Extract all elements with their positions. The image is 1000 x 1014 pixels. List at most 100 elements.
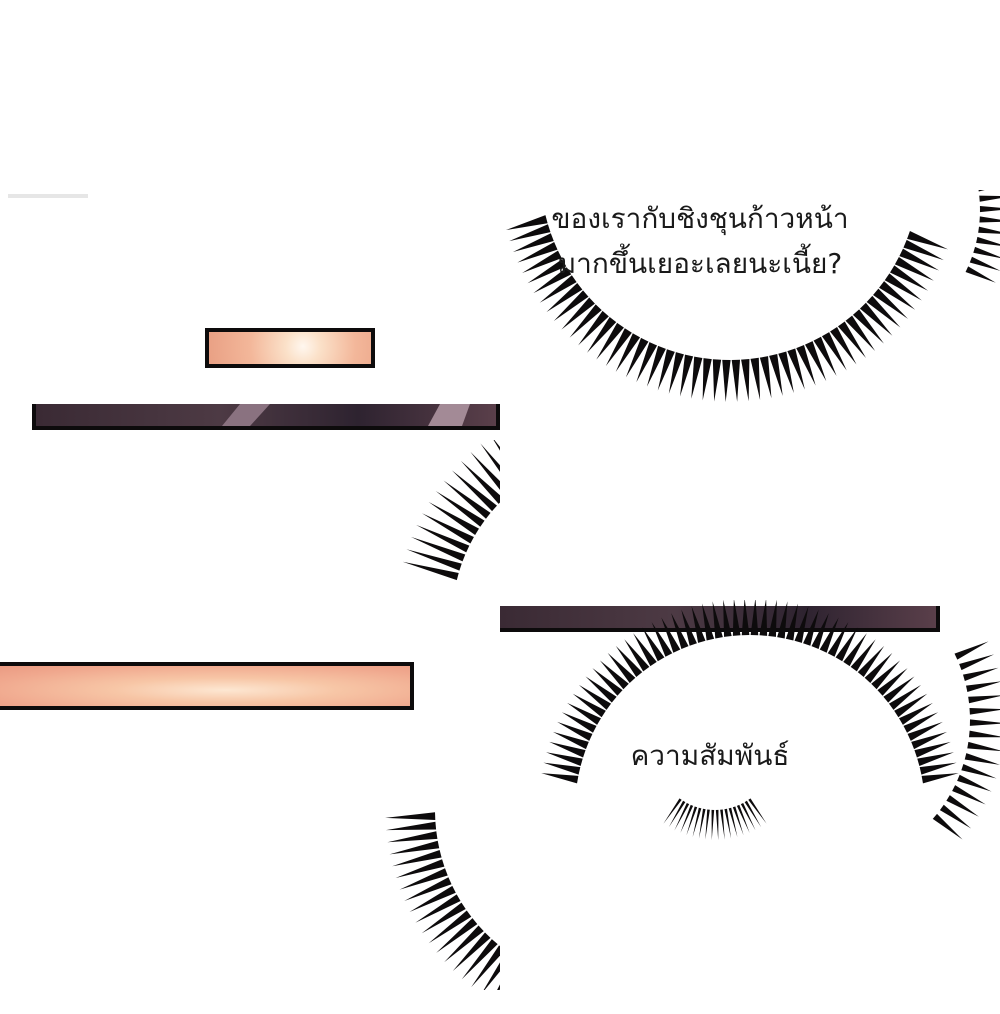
burst-spike xyxy=(557,721,593,741)
burst-spike xyxy=(894,257,934,281)
right-panel-lower: ความสัมพันธ์ xyxy=(500,600,1000,840)
burst-spike xyxy=(680,804,694,834)
burst-spike xyxy=(572,693,606,718)
burst-spike xyxy=(549,741,586,758)
burst-spike xyxy=(819,617,839,653)
burst-spike xyxy=(522,250,562,274)
burst-spike xyxy=(681,609,697,646)
burst-spike xyxy=(979,195,1000,202)
burst-spike xyxy=(741,359,750,402)
burst-spike xyxy=(409,885,456,913)
speech-line-2: มากขึ้นเยอะเลยนะเนี้ย? xyxy=(557,247,843,280)
burst-spike xyxy=(691,606,706,643)
burst-spike xyxy=(803,609,819,646)
burst-spike xyxy=(884,273,922,301)
burst-spike xyxy=(852,309,884,344)
burst-spike xyxy=(978,190,985,192)
burst-spike xyxy=(402,561,459,581)
burst-spike xyxy=(691,356,703,399)
burst-spike xyxy=(732,600,741,636)
burst-spike xyxy=(883,676,915,703)
burst-spike xyxy=(732,806,744,836)
burst-spike xyxy=(692,807,702,838)
burst-spike xyxy=(615,333,641,372)
glow-bar-small xyxy=(205,328,375,368)
burst-spike xyxy=(911,731,948,750)
burst-spike xyxy=(517,242,558,263)
burst-spike xyxy=(712,359,722,402)
burst-spike xyxy=(546,282,583,313)
left-panel-lower xyxy=(0,800,500,990)
burst-spike xyxy=(471,945,500,988)
burst-spike xyxy=(392,850,442,867)
burst-spike xyxy=(964,753,1000,765)
burst-spike xyxy=(569,304,602,338)
burst-spike xyxy=(750,600,759,636)
burst-spike xyxy=(674,802,690,831)
burst-spike xyxy=(587,317,617,353)
burst-spike xyxy=(843,633,867,667)
burst-spike xyxy=(787,348,805,390)
burst-spike xyxy=(720,809,725,840)
burst-spike xyxy=(435,490,485,527)
burst-spike xyxy=(460,460,500,504)
burst-spike xyxy=(605,328,632,366)
burst-spike xyxy=(533,267,572,294)
burst-spike xyxy=(663,798,682,824)
faint-watermark-top-left xyxy=(8,194,88,198)
burst-spike xyxy=(421,513,474,544)
burst-spike xyxy=(599,660,629,690)
burst-spike xyxy=(661,617,681,653)
burst-spike xyxy=(837,321,866,358)
speech-line-1: ของเรากับชิงชุนก้าวหน้า xyxy=(551,202,849,235)
burst-spike xyxy=(888,684,922,710)
burst-spike xyxy=(724,808,732,839)
burst-spike xyxy=(428,501,479,535)
burst-spike xyxy=(907,721,943,741)
left-panel-middle xyxy=(0,440,500,710)
burst-spike xyxy=(932,813,963,840)
burst-spike xyxy=(821,332,847,371)
burst-spike xyxy=(546,752,583,767)
burst-spike xyxy=(961,764,997,779)
burst-spike xyxy=(399,868,448,890)
burst-spike xyxy=(389,840,440,855)
burst-spike xyxy=(561,297,595,330)
burst-spike xyxy=(686,806,698,836)
burst-spike xyxy=(871,660,901,690)
burst-spike xyxy=(954,641,989,660)
burst-spike xyxy=(406,549,462,571)
burst-spike xyxy=(778,351,794,394)
burst-spike xyxy=(436,918,478,953)
burst-spike xyxy=(561,712,597,733)
burst-spike xyxy=(744,800,762,828)
burst-spike xyxy=(543,762,581,775)
burst-lines-left-upper xyxy=(402,440,500,581)
burst-spike xyxy=(410,536,466,562)
burst-spike xyxy=(968,695,1000,704)
burst-spike xyxy=(835,627,858,662)
shard-light-right xyxy=(428,404,470,426)
burst-spike xyxy=(962,667,999,681)
burst-spike xyxy=(768,600,777,637)
burst-spike xyxy=(416,524,470,553)
burst-spike xyxy=(415,894,461,923)
speech-line-relationship: ความสัมพันธ์ xyxy=(630,739,790,772)
burst-spike xyxy=(578,310,609,346)
burst-spike xyxy=(385,821,437,831)
shard-light xyxy=(222,404,270,426)
burst-spike xyxy=(873,288,908,319)
burst-spike xyxy=(894,693,928,718)
burst-spike xyxy=(451,470,497,512)
burst-spike xyxy=(959,654,995,671)
burst-spike xyxy=(585,676,617,703)
burst-spike xyxy=(592,668,623,696)
burst-spike xyxy=(428,910,472,944)
burst-spike xyxy=(979,205,1000,213)
burst-spike xyxy=(567,702,601,725)
burst-spike xyxy=(596,322,624,360)
burst-spike xyxy=(578,684,612,710)
speech-bubble-lower: ความสัมพันธ์ xyxy=(500,733,920,778)
burst-spike xyxy=(698,808,706,839)
